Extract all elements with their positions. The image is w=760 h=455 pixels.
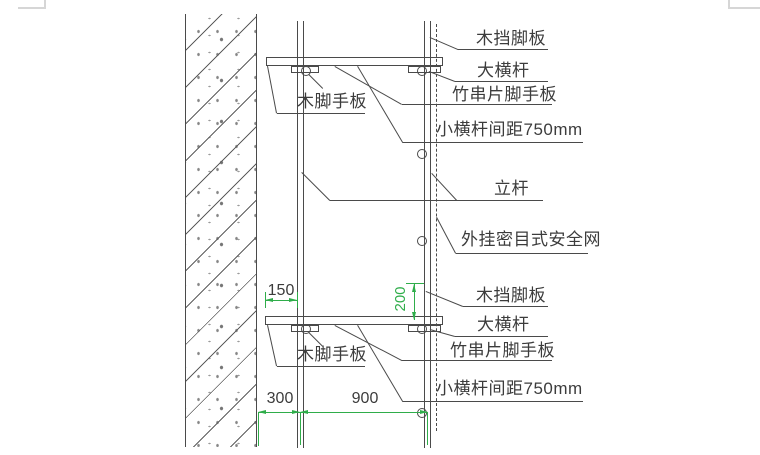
- label-top-bamboo-plank: 竹串片脚手板: [452, 85, 557, 104]
- top-platform: [266, 57, 443, 66]
- dim-150-ext-right: [297, 292, 298, 308]
- top-left-corner-mark: [18, 7, 46, 9]
- middle-platform: [265, 316, 443, 325]
- coupler-tick: [308, 74, 324, 89]
- leader-bottom-main-ledger: [429, 329, 456, 337]
- label-bottom-bamboo-plank: 竹串片脚手板: [450, 341, 555, 360]
- leader-top-toe-board: [429, 37, 459, 51]
- dim-300-arrow-right: [292, 410, 300, 414]
- inner-pole: [297, 21, 304, 448]
- dim-200-text: 200: [392, 286, 409, 312]
- dim-bottom-ext-wall: [258, 412, 259, 446]
- underline-safety-net: [456, 253, 588, 254]
- label-bottom-small-ledger-spacing: 小横杆间距750mm: [436, 379, 583, 398]
- outer-pole: [424, 21, 431, 448]
- leader-bottom-toe-board: [425, 291, 464, 307]
- leader-safety-net: [436, 217, 457, 254]
- label-top-wood-plank: 木脚手板: [297, 92, 367, 111]
- coupler-circle: [417, 324, 427, 334]
- dim-bottom-line: [258, 412, 428, 413]
- dim-bottom-ext-inner-pole: [300, 412, 301, 445]
- label-bottom-wood-plank: 木脚手板: [297, 345, 367, 364]
- underline-bottom-small-ledger: [403, 401, 583, 402]
- underline-top-main-ledger: [455, 81, 548, 82]
- label-top-main-ledger: 大横杆: [477, 61, 530, 80]
- coupler-circle: [417, 66, 427, 76]
- underline-top-wood-plank: [277, 113, 365, 114]
- leader-top-wood-plank: [267, 66, 277, 114]
- dim-200-arrow-down: [412, 312, 416, 320]
- dim-150-arrow-right: [289, 298, 297, 302]
- label-bottom-toe-board: 木挡脚板: [476, 286, 546, 305]
- underline-pole: [330, 200, 543, 201]
- dim-200-arrow-up: [412, 284, 416, 292]
- label-top-toe-board: 木挡脚板: [476, 29, 546, 48]
- underline-top-bamboo-plank: [402, 104, 552, 105]
- dim-900-arrow-right: [420, 410, 428, 414]
- underline-top-toe-board: [458, 49, 548, 50]
- coupler-circle: [417, 149, 427, 159]
- coupler-circle: [417, 236, 427, 246]
- dim-900-text: 900: [351, 390, 379, 407]
- label-top-small-ledger-spacing: 小横杆间距750mm: [436, 120, 583, 139]
- coupler-circle: [301, 324, 311, 334]
- underline-bottom-main-ledger: [455, 336, 548, 337]
- dim-900-arrow-left: [300, 410, 308, 414]
- top-right-corner-mark-vertical: [728, 0, 730, 9]
- top-left-corner-mark-vertical: [44, 0, 46, 9]
- dim-200-tick-top: [406, 283, 424, 284]
- dim-300-arrow-left: [258, 410, 266, 414]
- dim-200-line: [414, 284, 415, 320]
- underline-bottom-toe-board: [463, 306, 548, 307]
- leader-bottom-wood-plank: [267, 325, 278, 367]
- wall-section: [185, 14, 257, 447]
- dim-150-line: [265, 300, 297, 301]
- underline-bottom-bamboo-plank: [402, 360, 552, 361]
- dim-150-text: 150: [267, 282, 295, 299]
- label-bottom-main-ledger: 大横杆: [477, 315, 530, 334]
- label-safety-net: 外挂密目式安全网: [461, 230, 601, 249]
- dim-bottom-ext-outer-pole: [427, 412, 428, 445]
- leader-pole-inner: [301, 172, 331, 201]
- safety-net-dashed-line: [436, 24, 437, 431]
- coupler-circle: [301, 66, 311, 76]
- dim-150-arrow-left: [265, 298, 273, 302]
- leader-top-main-ledger: [428, 71, 456, 82]
- top-right-corner-mark: [728, 7, 760, 9]
- dim-300-text: 300: [266, 390, 294, 407]
- underline-bottom-wood-plank: [277, 366, 365, 367]
- label-standing-pole: 立杆: [494, 179, 529, 198]
- underline-top-small-ledger: [403, 142, 583, 143]
